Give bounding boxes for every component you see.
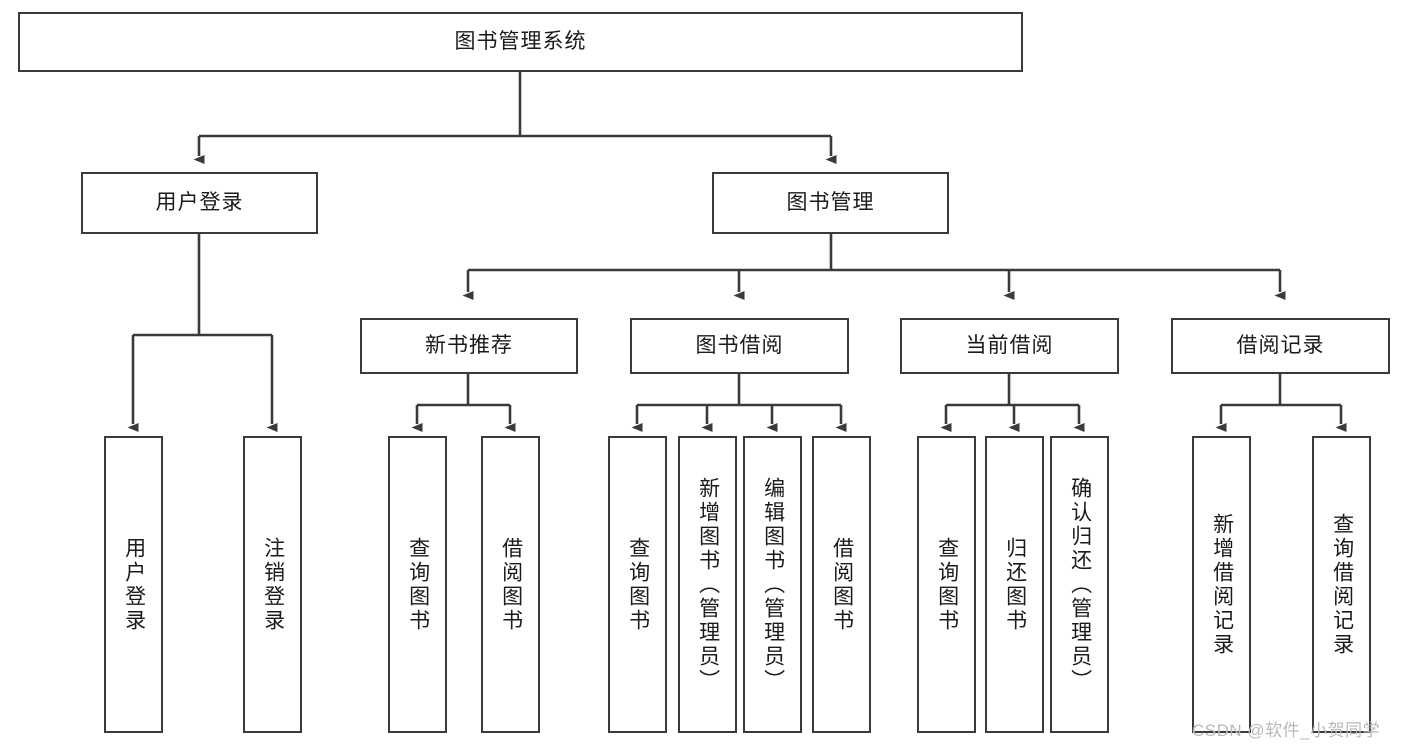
- node-current-borrow[interactable]: 当前借阅: [900, 318, 1119, 374]
- node-leaf-query-book-1-label: 查询图书: [406, 536, 430, 633]
- node-book-borrow-label: 图书借阅: [695, 334, 784, 358]
- node-leaf-confirm-return-label: 确认归还（管理员）: [1068, 476, 1092, 693]
- node-leaf-query-book-2[interactable]: 查询图书: [608, 436, 667, 733]
- edges-bookmgmt-to-level2: [462, 234, 1286, 300]
- node-leaf-query-book-3[interactable]: 查询图书: [917, 436, 976, 733]
- edges-borrowrecord-to-leaves: [1215, 374, 1347, 432]
- node-leaf-edit-book-label: 编辑图书（管理员）: [761, 476, 785, 693]
- node-leaf-query-book-2-label: 查询图书: [626, 536, 650, 633]
- node-borrow-record[interactable]: 借阅记录: [1171, 318, 1390, 374]
- node-root[interactable]: 图书管理系统: [18, 12, 1023, 72]
- edges-root-to-level1: [193, 72, 837, 164]
- node-new-book-recommend[interactable]: 新书推荐: [360, 318, 578, 374]
- node-current-borrow-label: 当前借阅: [965, 334, 1054, 358]
- node-leaf-user-login[interactable]: 用户登录: [104, 436, 163, 733]
- node-leaf-query-book-1[interactable]: 查询图书: [388, 436, 447, 733]
- node-leaf-confirm-return[interactable]: 确认归还（管理员）: [1050, 436, 1109, 733]
- node-leaf-borrow-book-2-label: 借阅图书: [830, 536, 854, 633]
- node-leaf-return-book-label: 归还图书: [1003, 536, 1027, 633]
- node-leaf-query-book-3-label: 查询图书: [935, 536, 959, 633]
- edges-bookborrow-to-leaves: [631, 374, 847, 432]
- edges-userlogin-to-leaves: [127, 234, 278, 432]
- node-book-management-label: 图书管理: [786, 191, 875, 215]
- node-leaf-add-record-label: 新增借阅记录: [1210, 512, 1234, 657]
- node-leaf-user-login-label: 用户登录: [122, 536, 146, 633]
- node-leaf-query-record[interactable]: 查询借阅记录: [1312, 436, 1371, 733]
- watermark: CSDN @软件_小贺同学: [1192, 721, 1381, 740]
- edges-newbook-to-leaves: [411, 374, 516, 432]
- node-book-management[interactable]: 图书管理: [712, 172, 949, 234]
- node-user-login[interactable]: 用户登录: [81, 172, 318, 234]
- node-leaf-user-logout[interactable]: 注销登录: [243, 436, 302, 733]
- node-leaf-borrow-book-1-label: 借阅图书: [499, 536, 523, 633]
- node-leaf-add-record[interactable]: 新增借阅记录: [1192, 436, 1251, 733]
- node-borrow-record-label: 借阅记录: [1236, 334, 1325, 358]
- node-book-borrow[interactable]: 图书借阅: [630, 318, 849, 374]
- edges-currentborrow-to-leaves: [940, 374, 1085, 432]
- node-leaf-add-book-label: 新增图书（管理员）: [696, 476, 720, 693]
- node-leaf-query-record-label: 查询借阅记录: [1330, 512, 1354, 657]
- node-leaf-return-book[interactable]: 归还图书: [985, 436, 1044, 733]
- node-new-book-recommend-label: 新书推荐: [425, 334, 513, 358]
- node-leaf-borrow-book-2[interactable]: 借阅图书: [812, 436, 871, 733]
- node-leaf-add-book[interactable]: 新增图书（管理员）: [678, 436, 737, 733]
- node-leaf-edit-book[interactable]: 编辑图书（管理员）: [743, 436, 802, 733]
- node-root-label: 图书管理系统: [454, 30, 587, 54]
- node-leaf-borrow-book-1[interactable]: 借阅图书: [481, 436, 540, 733]
- node-user-login-label: 用户登录: [155, 191, 244, 215]
- node-leaf-user-logout-label: 注销登录: [261, 536, 285, 633]
